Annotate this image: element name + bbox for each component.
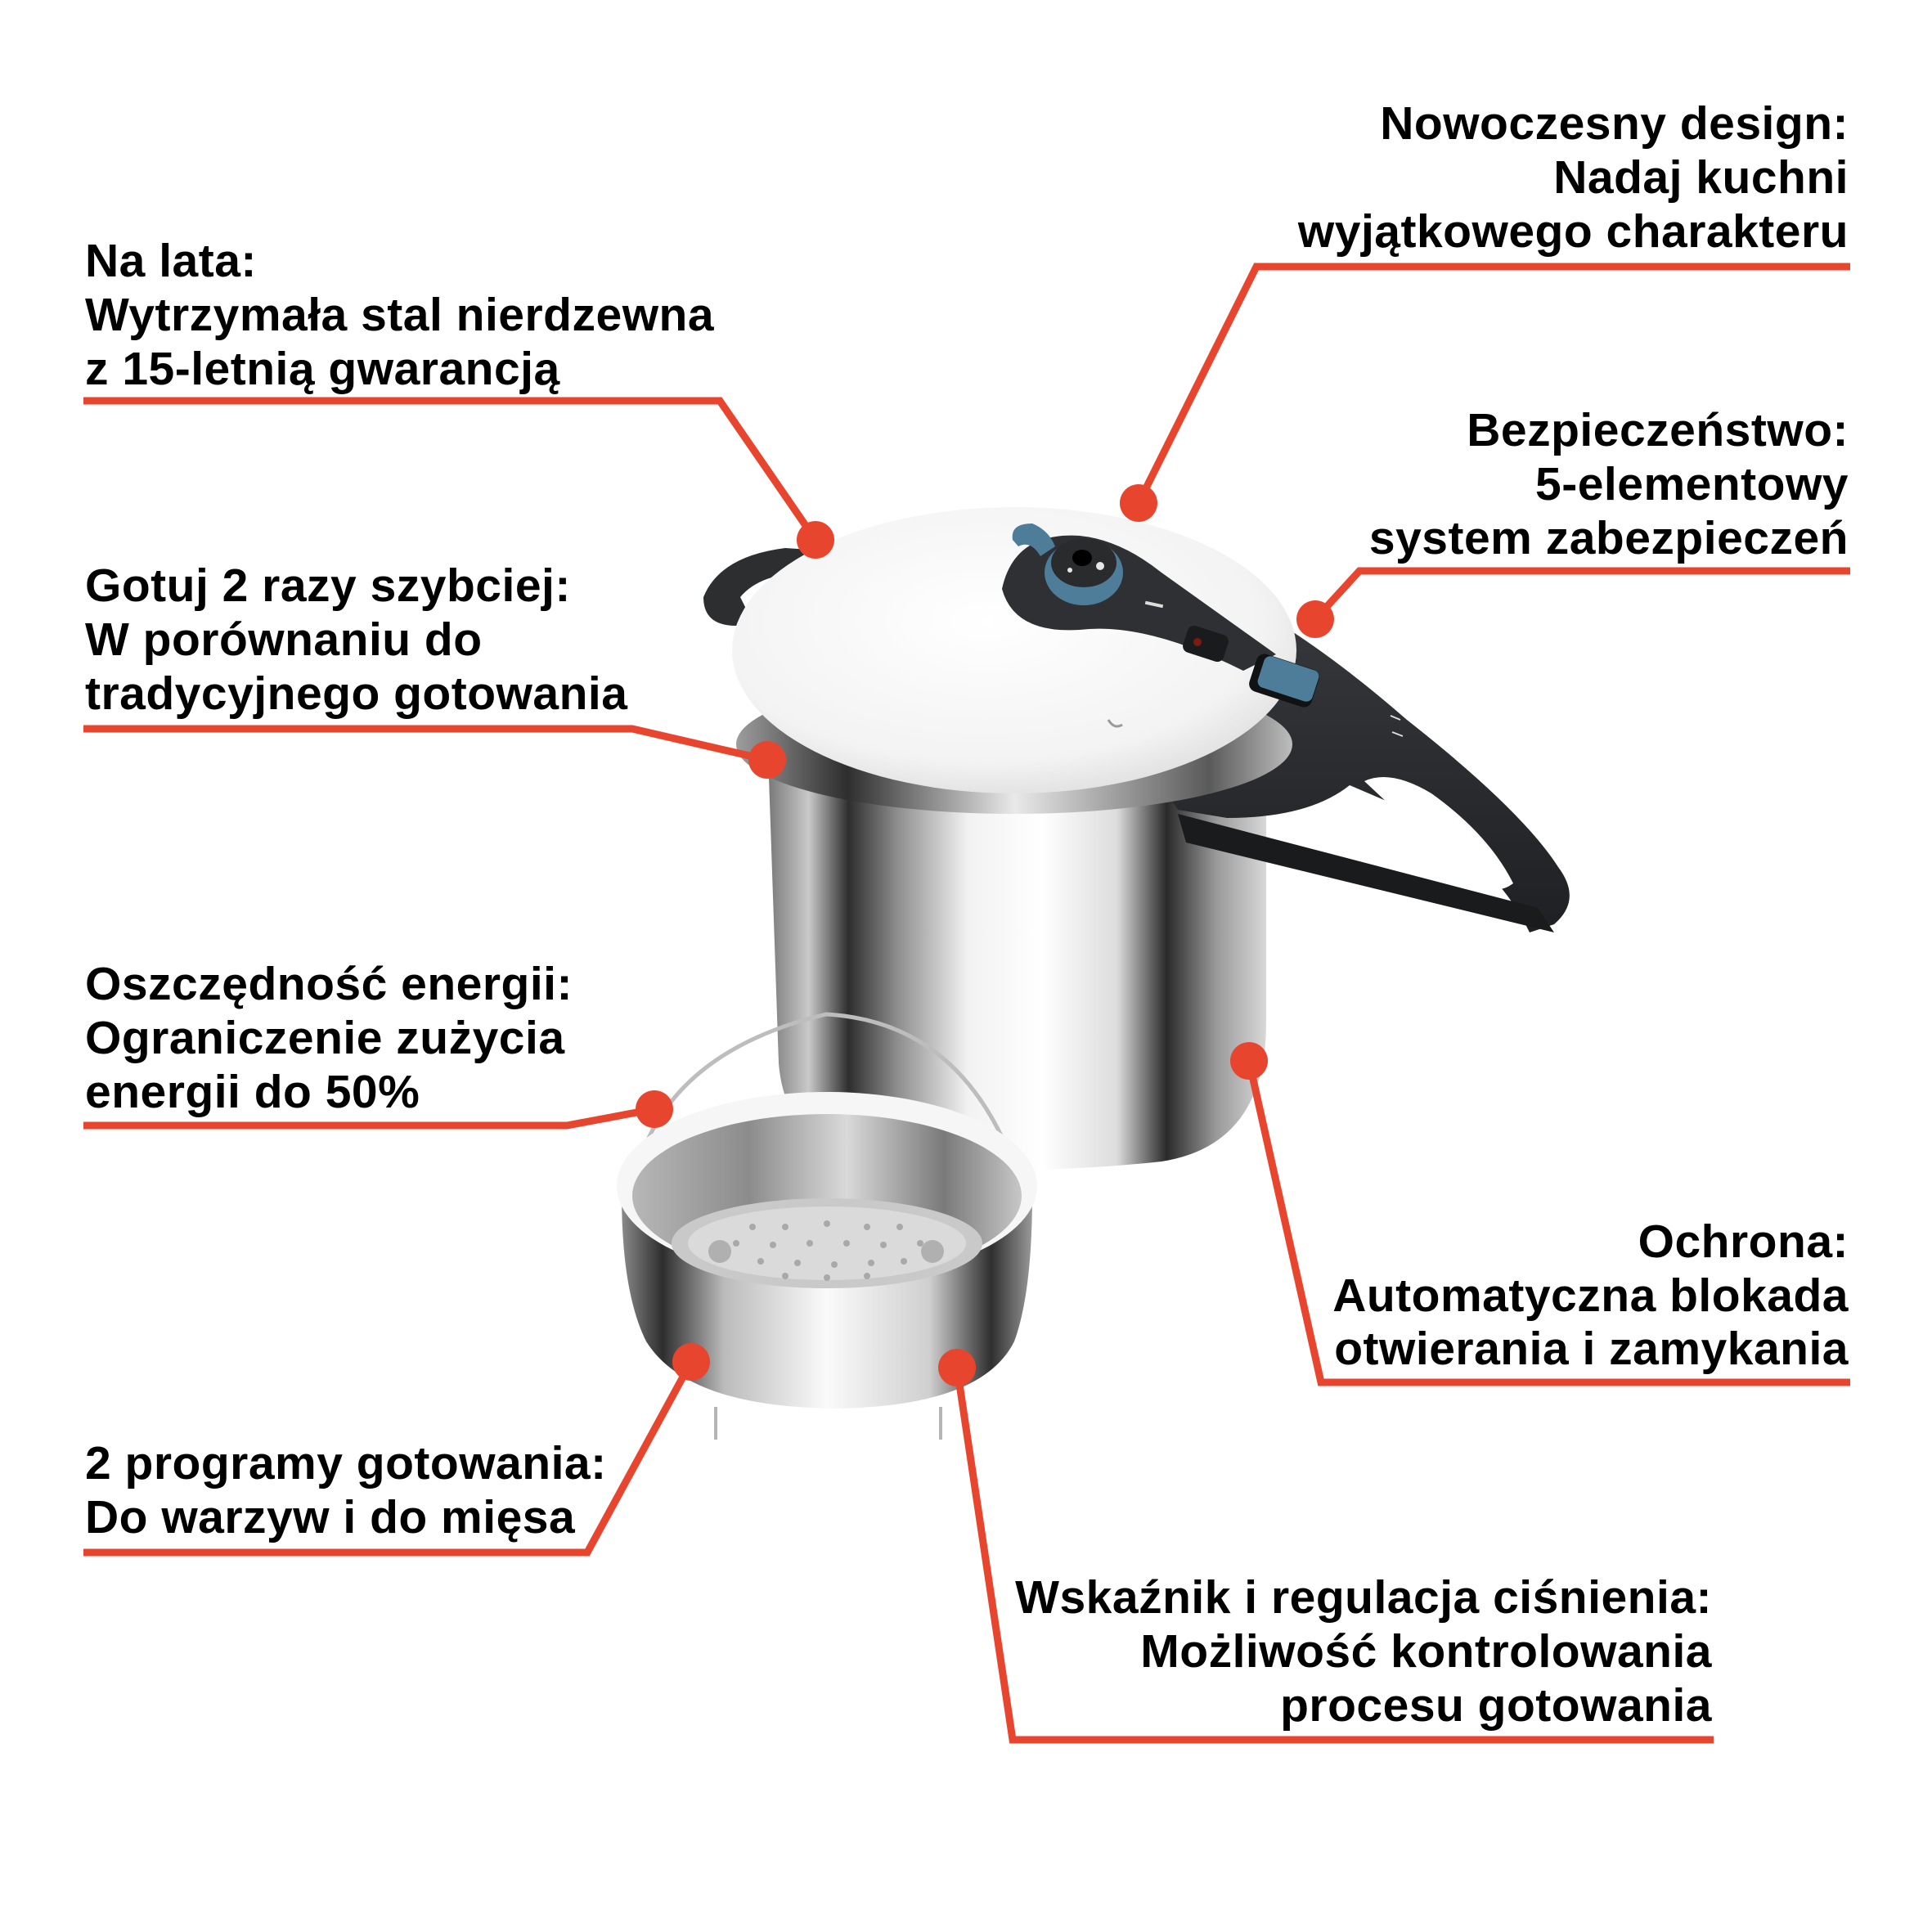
- callout-heading: Gotuj 2 razy szybciej:: [85, 559, 571, 612]
- callout-body-line: Automatyczna blokada: [1332, 1269, 1849, 1322]
- callout-dot-wskaznik-cisnienia: [938, 1349, 976, 1386]
- callout-body-line: system zabezpieczeń: [1369, 512, 1849, 564]
- callout-programy-gotowania: 2 programy gotowania: Do warzyw i do mię…: [85, 1437, 607, 1543]
- pressure-valve: [1012, 523, 1164, 609]
- leader-line-nowoczesny-design: [1134, 263, 1850, 505]
- callout-lines: [83, 263, 1850, 1744]
- callout-body-line: otwierania i zamykania: [1334, 1323, 1849, 1375]
- callout-body-line: Wytrzymała stal nierdzewna: [85, 289, 715, 341]
- callout-body-line: Ograniczenie zużycia: [85, 1012, 565, 1064]
- callout-dot-bezpieczenstwo: [1296, 600, 1334, 638]
- callout-body-line: W porównaniu do: [85, 613, 483, 666]
- callout-body-line: 5-elementowy: [1535, 458, 1849, 510]
- callout-bezpieczenstwo: Bezpieczeństwo: 5-elementowy system zabe…: [1369, 404, 1849, 564]
- pressure-cooker: [617, 507, 1570, 1440]
- callout-body-line: energii do 50%: [85, 1066, 420, 1118]
- callout-nowoczesny-design: Nowoczesny design: Nadaj kuchni wyjątkow…: [1297, 97, 1849, 258]
- callout-heading: Wskaźnik i regulacja ciśnienia:: [1015, 1571, 1712, 1624]
- callout-oszczednosc-energii: Oszczędność energii: Ograniczenie zużyci…: [85, 958, 573, 1118]
- callout-dot-oszczednosc-energii: [636, 1090, 673, 1128]
- callout-wskaznik-cisnienia: Wskaźnik i regulacja ciśnienia: Możliwoś…: [1015, 1571, 1713, 1732]
- pot-body: [769, 777, 1266, 1170]
- leader-line-gotuj-szybciej: [83, 725, 769, 764]
- pressure-indicator: [1183, 625, 1229, 663]
- callout-dot-ochrona: [1230, 1042, 1268, 1080]
- callout-dot-na-lata: [797, 521, 834, 559]
- callout-body-line: tradycyjnego gotowania: [85, 667, 628, 720]
- callout-body-line: procesu gotowania: [1280, 1679, 1713, 1732]
- steamer-basket: [617, 1012, 1037, 1440]
- callout-body-line: Nadaj kuchni: [1553, 151, 1849, 204]
- callout-na-lata: Na lata: Wytrzymała stal nierdzewna z 15…: [85, 235, 715, 395]
- callout-dot-programy-gotowania: [672, 1343, 710, 1381]
- lock-button: [1249, 654, 1319, 708]
- callout-body-line: Do warzyw i do mięsa: [85, 1491, 576, 1543]
- leader-line-programy-gotowania: [83, 1359, 694, 1557]
- callout-body-line: z 15-letnią gwarancją: [85, 343, 561, 395]
- leader-line-na-lata: [83, 397, 819, 542]
- callout-heading: 2 programy gotowania:: [85, 1437, 607, 1489]
- leader-line-wskaznik-cisnienia: [953, 1367, 1714, 1744]
- callout-heading: Ochrona:: [1638, 1215, 1849, 1268]
- callout-heading: Oszczędność energii:: [85, 958, 573, 1010]
- callout-heading: Bezpieczeństwo:: [1467, 404, 1849, 456]
- callout-gotuj-szybciej: Gotuj 2 razy szybciej: W porównaniu do t…: [85, 559, 628, 720]
- callout-dots: [636, 484, 1334, 1386]
- callout-heading: Nowoczesny design:: [1380, 97, 1849, 150]
- callout-ochrona: Ochrona: Automatyczna blokada otwierania…: [1332, 1215, 1849, 1375]
- callout-dot-nowoczesny-design: [1120, 484, 1157, 522]
- basket-leg: [714, 1407, 717, 1440]
- leader-line-bezpieczenstwo: [1312, 567, 1850, 622]
- callout-body-line: wyjątkowego charakteru: [1297, 205, 1849, 258]
- callout-heading: Na lata:: [85, 235, 257, 287]
- leader-line-oszczednosc-energii: [83, 1105, 655, 1130]
- leader-line-ochrona: [1245, 1060, 1850, 1386]
- callout-dot-gotuj-szybciej: [748, 741, 786, 779]
- callout-body-line: Możliwość kontrolowania: [1140, 1625, 1713, 1678]
- basket-leg: [939, 1407, 942, 1440]
- side-handle: [703, 548, 810, 626]
